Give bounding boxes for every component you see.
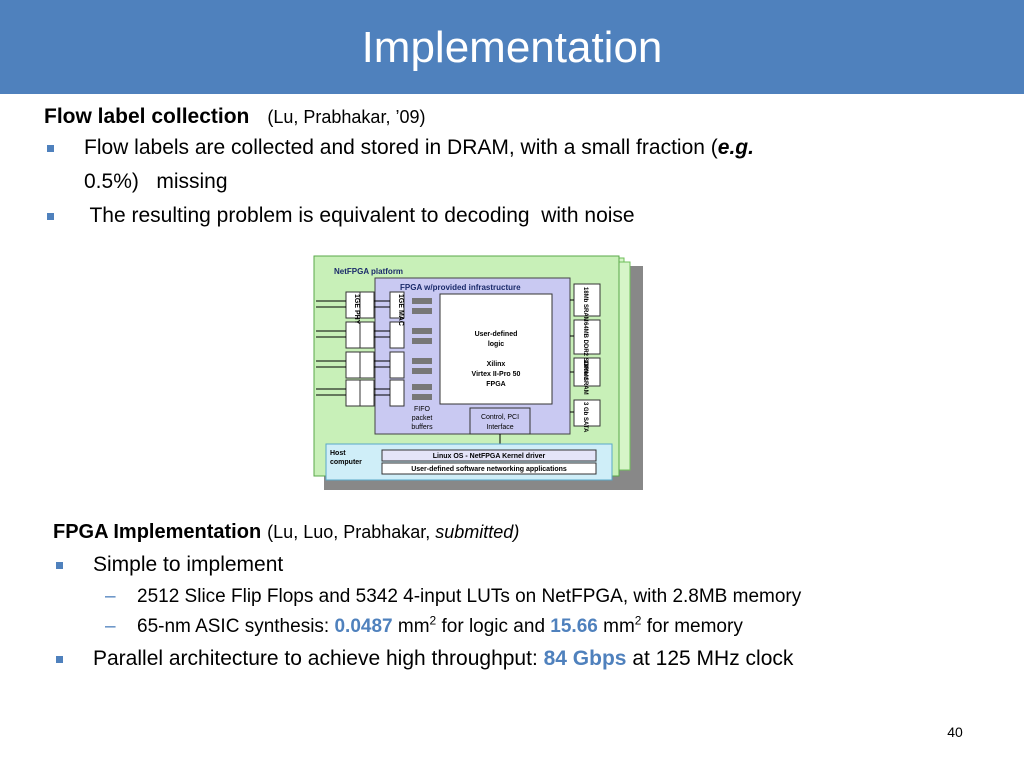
chip-label-1: Xilinx xyxy=(487,361,506,368)
section2-citation-text: (Lu, Luo, Prabhakar, xyxy=(267,522,436,542)
host-label-2: computer xyxy=(330,459,362,466)
section-flow-label-collection: Flow label collection (Lu, Prabhakar, ’09… xyxy=(44,103,1004,233)
fifo-label-2: packet xyxy=(412,415,433,422)
memory-area-value: 15.66 xyxy=(550,616,598,637)
section2-bullet2-text-b: at 125 MHz clock xyxy=(626,647,794,670)
section2-heading: FPGA Implementation(Lu, Luo, Prabhakar, … xyxy=(53,516,1013,548)
section2-citation-em: submitted) xyxy=(435,522,520,542)
section1-heading-text: Flow label collection xyxy=(44,105,250,128)
sram2-label: 18Mb SRAM xyxy=(582,360,588,395)
control-pci-block xyxy=(469,407,531,435)
page-number: 40 xyxy=(947,724,963,740)
apps-bar xyxy=(381,462,597,475)
bullet1-eg: e.g. xyxy=(717,136,754,159)
host-computer-block xyxy=(325,443,613,481)
bullet1-text-b: 0.5%) missing xyxy=(84,170,228,193)
section1-citation: (Lu, Prabhakar, ’09) xyxy=(267,107,426,127)
netfpga-diagram: NetFPGA platform FPGA w/provided infrast… xyxy=(313,255,643,490)
section1-bullet-1: Flow labels are collected and stored in … xyxy=(44,131,1004,199)
section2-bullet1-text: Simple to implement xyxy=(93,553,284,576)
bullet1-text-a: Flow labels are collected and stored in … xyxy=(84,136,718,159)
sub1-text: 2512 Slice Flip Flops and 5342 4-input L… xyxy=(137,586,802,607)
bullet-square-icon xyxy=(56,656,63,663)
memory-blocks xyxy=(570,283,601,427)
host-label-1: Host xyxy=(330,450,346,457)
logic-area-value: 0.0487 xyxy=(334,616,393,637)
sup-2: 2 xyxy=(634,613,642,628)
section1-heading: Flow label collection (Lu, Prabhakar, ’09… xyxy=(44,103,1004,131)
logic-label-2: logic xyxy=(488,341,504,348)
sup-2: 2 xyxy=(429,613,437,628)
sata-label: 3 Gb SATA xyxy=(582,402,588,433)
section2-bullet2-text-a: Parallel architecture to achieve high th… xyxy=(93,647,544,670)
bullet-square-icon xyxy=(47,213,54,220)
title-bar xyxy=(0,0,1024,94)
section2-citation: (Lu, Luo, Prabhakar, submitted) xyxy=(267,522,519,542)
dash-bullet-icon: – xyxy=(105,586,116,607)
fpga-label: FPGA w/provided infrastructure xyxy=(400,283,521,292)
kernel-label: Linux OS - NetFPGA Kernel driver xyxy=(433,453,546,460)
section2-sub-2: – 65-nm ASIC synthesis: 0.0487 mm2 for l… xyxy=(53,612,1013,642)
sub2-text-b: mm xyxy=(392,616,430,637)
sub2-text-d: mm xyxy=(597,616,635,637)
phy-label: 1GE PHY xyxy=(353,294,360,325)
apps-label: User-defined software networking applica… xyxy=(411,466,567,473)
sub2-text-e: for memory xyxy=(641,616,743,637)
slide-title: Implementation xyxy=(361,23,663,72)
phy-mac-ports xyxy=(316,291,432,407)
logic-label-1: User-defined xyxy=(475,331,518,338)
chip-label-2: Virtex II-Pro 50 xyxy=(472,371,521,378)
fifo-label-3: buffers xyxy=(411,424,433,431)
dash-bullet-icon: – xyxy=(105,616,116,637)
kernel-driver-bar xyxy=(381,449,597,462)
section2-heading-text: FPGA Implementation xyxy=(53,521,262,543)
section1-bullet-2: The resulting problem is equivalent to d… xyxy=(44,199,1004,233)
bullet2-text: The resulting problem is equivalent to d… xyxy=(84,204,635,227)
chip-label-3: FPGA xyxy=(486,381,505,388)
bullet-square-icon xyxy=(56,562,63,569)
bullet-square-icon xyxy=(47,145,54,152)
mac-label: 1GE MAC xyxy=(397,294,404,326)
throughput-value: 84 Gbps xyxy=(543,647,627,670)
ddr-label: 64MB DDR2 SDRAM xyxy=(582,322,588,380)
sub2-text-a: 65-nm ASIC synthesis: xyxy=(137,616,335,637)
control-label-2: Interface xyxy=(486,424,513,431)
section-fpga-implementation: FPGA Implementation(Lu, Luo, Prabhakar, … xyxy=(53,516,1013,676)
section2-bullet-2: Parallel architecture to achieve high th… xyxy=(53,642,1013,676)
sub2-text-c: for logic and xyxy=(436,616,551,637)
sram1-label: 18Mb SRAM xyxy=(582,287,588,322)
control-label-1: Control, PCI xyxy=(481,414,519,421)
section2-bullet-1: Simple to implement xyxy=(53,548,1013,582)
section2-sub-1: – 2512 Slice Flip Flops and 5342 4-input… xyxy=(53,582,1013,612)
fifo-label-1: FIFO xyxy=(414,406,430,413)
user-logic-block xyxy=(439,293,553,405)
platform-label: NetFPGA platform xyxy=(334,267,403,276)
